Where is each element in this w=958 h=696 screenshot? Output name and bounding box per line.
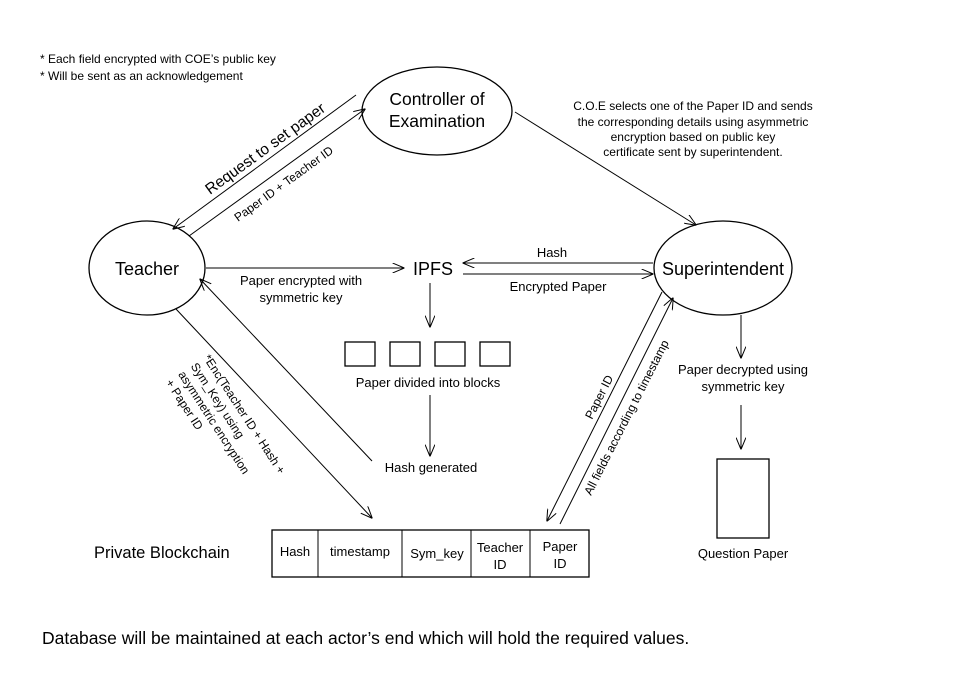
enc-label: *Enc(Teacher ID + Hash + Sym_Key) using …: [163, 352, 288, 477]
field-teacher-id-line1: Teacher: [477, 540, 524, 555]
coe-label-line1: Controller of: [389, 89, 484, 109]
arrow-superintendent-to-blockchain: [547, 291, 663, 521]
field-teacher-id-line2: ID: [494, 557, 507, 572]
paper-block: [344, 341, 376, 367]
encrypted-paper-label: Encrypted Paper: [510, 279, 608, 294]
arrow-teacher-to-blockchain: [175, 308, 372, 518]
blocks-label: Paper divided into blocks: [356, 375, 501, 390]
blockchain-record: [271, 529, 590, 578]
field-sym-key: Sym_key: [410, 546, 464, 561]
paper-encrypted-line1: Paper encrypted with: [240, 273, 362, 288]
coe-note-line3: encryption based on public key: [611, 130, 776, 144]
field-paper-id-line2: ID: [554, 556, 567, 571]
superintendent-label: Superintendent: [662, 259, 784, 279]
field-hash: Hash: [280, 544, 310, 559]
teacher-node: [88, 220, 206, 316]
ipfs-label: IPFS: [413, 259, 453, 279]
coe-note-line1: C.O.E selects one of the Paper ID and se…: [573, 99, 812, 113]
paper-encrypted-line2: symmetric key: [259, 290, 343, 305]
hash-generated-label: Hash generated: [385, 460, 478, 475]
arrow-blockchain-to-superintendent: [559, 298, 673, 525]
paper-block: [389, 341, 421, 367]
superintendent-node: [653, 220, 793, 316]
arrow-teacher-to-coe: [188, 109, 365, 237]
coe-note-line4: certificate sent by superintendent.: [603, 145, 782, 159]
coe-label-line2: Examination: [389, 111, 485, 131]
paper-block: [479, 341, 511, 367]
question-paper-document: [716, 458, 770, 539]
decrypted-line1: Paper decrypted using: [678, 362, 808, 377]
hash-label: Hash: [537, 245, 567, 260]
paper-id-label: Paper ID: [582, 373, 616, 422]
question-paper-label: Question Paper: [698, 546, 789, 561]
field-timestamp: timestamp: [330, 544, 390, 559]
note-encrypted: * Each field encrypted with COE’s public…: [40, 52, 276, 66]
blockchain-title: Private Blockchain: [94, 544, 230, 562]
field-paper-id-line1: Paper: [543, 539, 578, 554]
paper-block: [434, 341, 466, 367]
footer-text: Database will be maintained at each acto…: [42, 628, 689, 648]
arrow-coe-to-teacher: [173, 94, 357, 229]
note-acknowledgement: * Will be sent as an acknowledgement: [40, 69, 243, 83]
coe-note-line2: the corresponding details using asymmetr…: [578, 115, 809, 129]
decrypted-line2: symmetric key: [701, 379, 785, 394]
arrow-hash-to-teacher: [200, 279, 373, 462]
teacher-label: Teacher: [115, 259, 179, 279]
arrow-coe-to-superintendent: [514, 111, 696, 225]
